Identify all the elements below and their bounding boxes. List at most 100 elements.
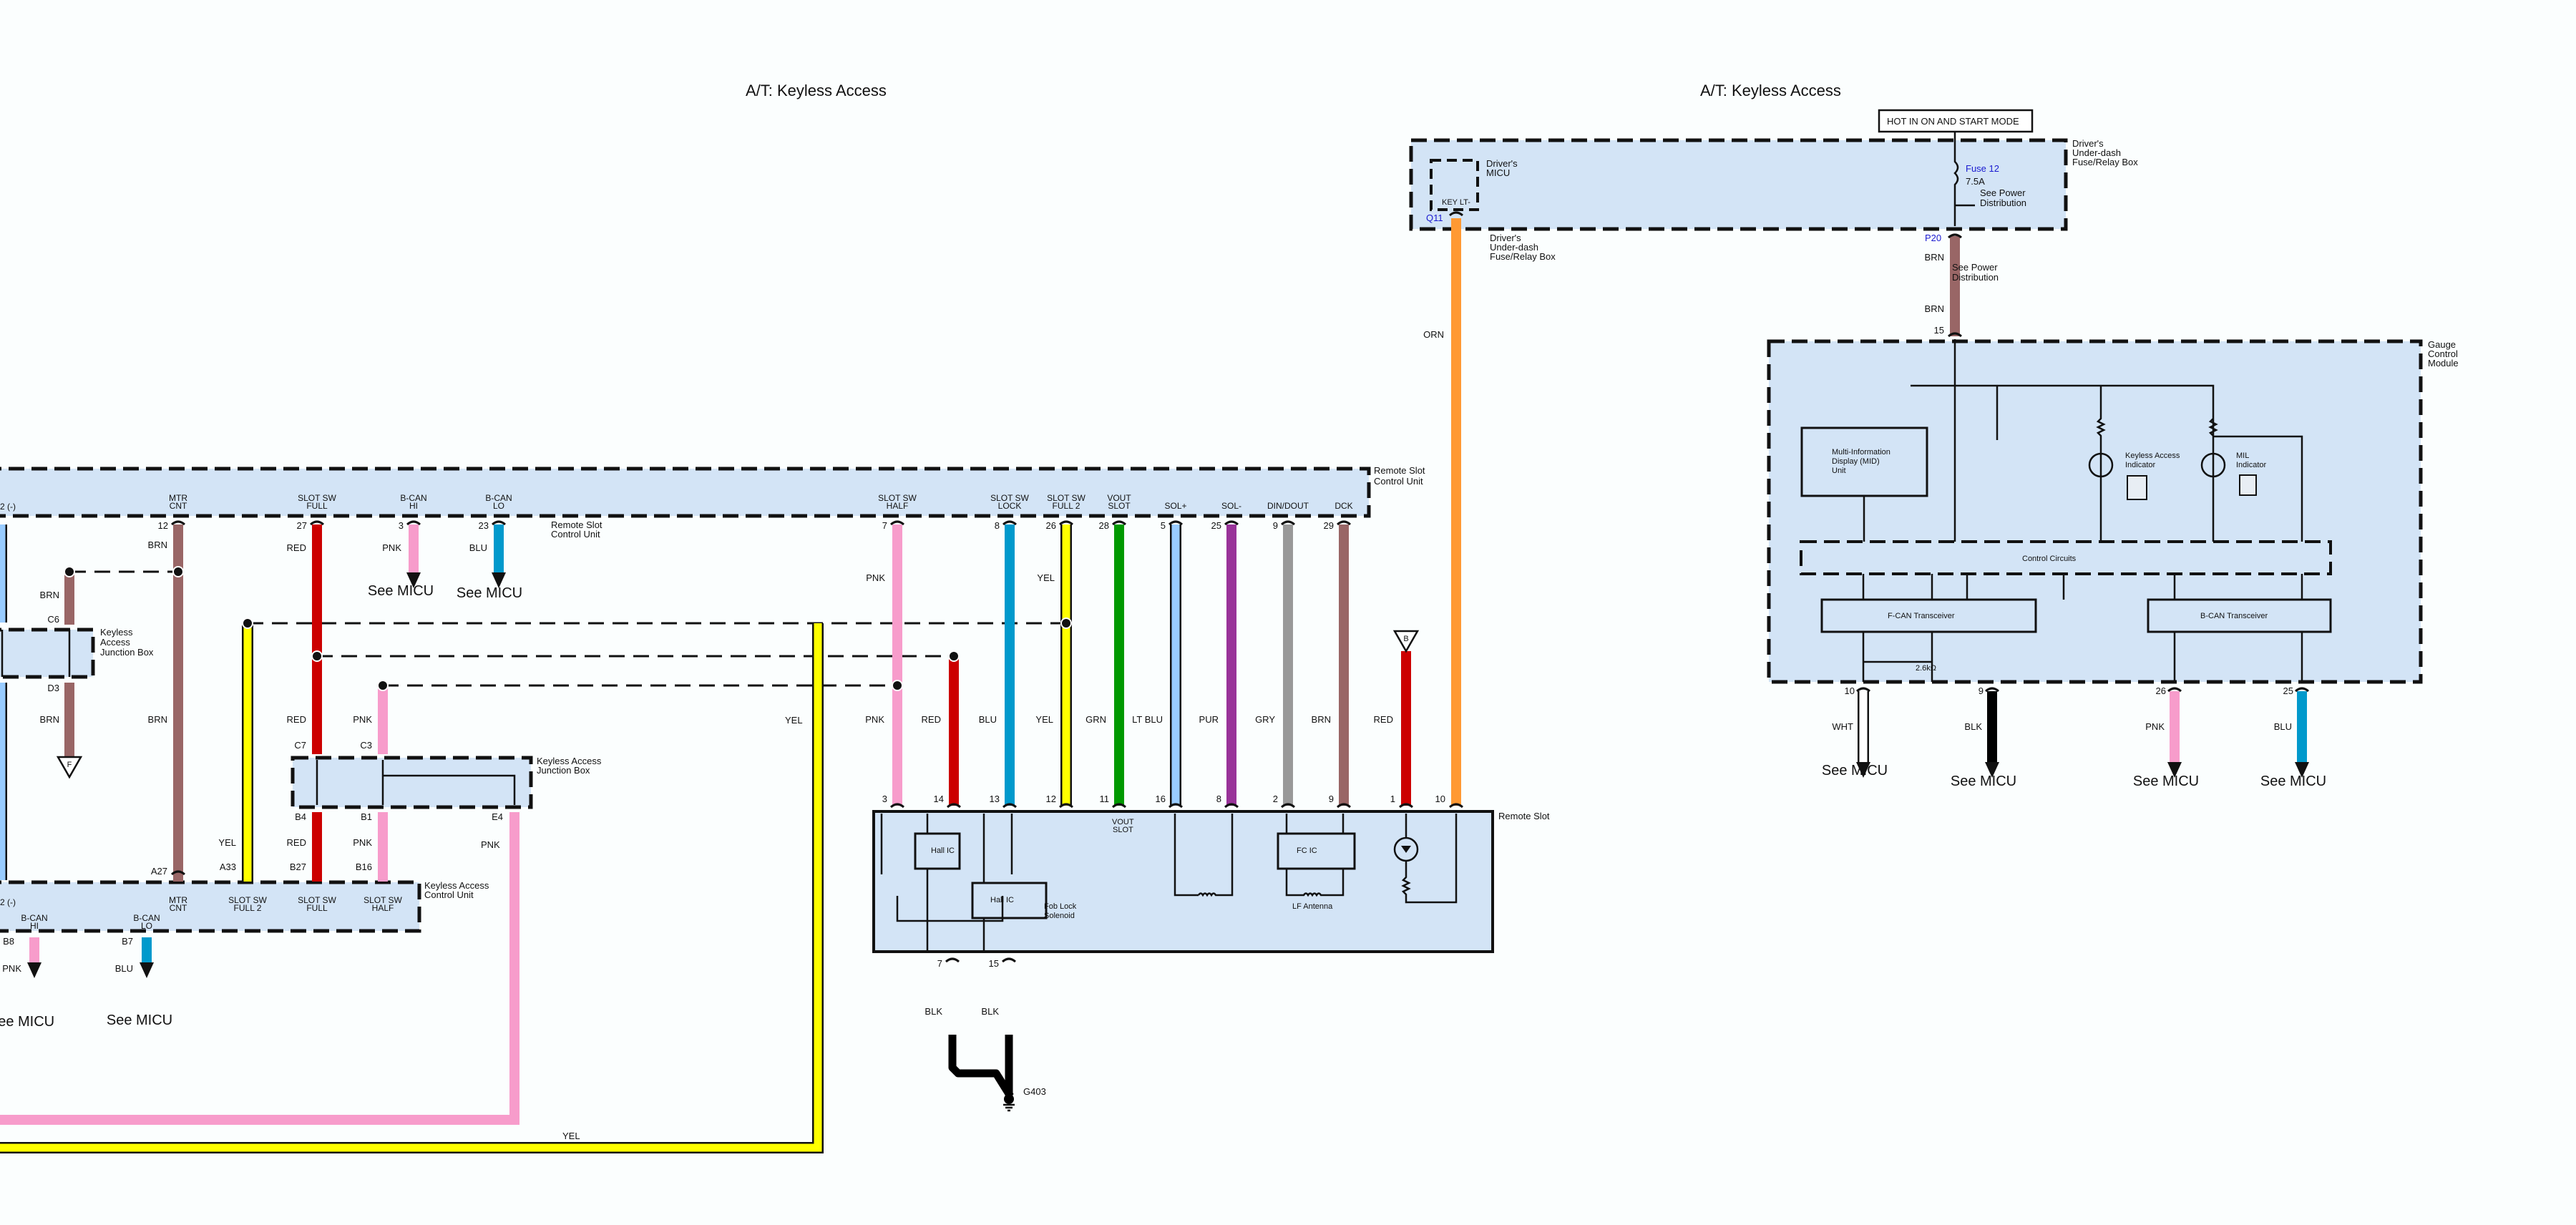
remote-slot: Remote Slot Hall IC Hall IC FC IC VOUT S… <box>872 810 1550 953</box>
svg-text:Driver's: Driver's <box>1486 158 1518 169</box>
yel-long-wire <box>0 623 822 1152</box>
pin-number: B7 <box>122 936 133 947</box>
rscu-pin-number: 5 <box>1161 520 1166 531</box>
arrow-down-icon <box>27 962 42 978</box>
wire-color-label: PNK <box>353 837 372 848</box>
connector-cap-icon <box>2295 687 2309 693</box>
drivers-fuse-box: Driver's Under-dash Fuse/Relay Box Drive… <box>1409 109 2138 262</box>
arrow-down-icon <box>406 572 421 588</box>
see-micu-label: See MICU <box>0 1014 54 1030</box>
hot-in-label: HOT IN ON AND START MODE <box>1887 116 2019 127</box>
key-lt-label: KEY LT- <box>1442 198 1470 207</box>
svg-text:MIL: MIL <box>2236 452 2249 460</box>
pin-number: 9 <box>1979 685 1984 696</box>
fuse-label: Fuse 12 <box>1966 163 1999 174</box>
wire-color-label: GRY <box>1255 714 1275 725</box>
svg-text:Fob Lock: Fob Lock <box>1044 902 1077 911</box>
wire-color-label: BRN <box>40 590 59 600</box>
rscu-box <box>0 467 1371 518</box>
left-title: A/T: Keyless Access <box>746 82 887 99</box>
rscu-pin-name: 2 (-) <box>0 502 16 512</box>
svg-text:Driver's: Driver's <box>1490 233 1521 243</box>
connector-cap-icon <box>406 520 421 526</box>
rscu-pin-name: SOL+ <box>1164 501 1186 511</box>
wire-color-label: LT BLU <box>1132 714 1163 725</box>
keyless-indicator-led-icon <box>2088 452 2114 478</box>
kacu-pin-name: B-CAN <box>21 913 47 923</box>
wire-color-label: RED <box>287 837 306 848</box>
svg-text:Access: Access <box>100 637 130 648</box>
fob-solenoid-coil <box>1174 814 1234 897</box>
offpage-letter: B <box>1403 635 1408 643</box>
splice-dot-icon <box>1060 618 1072 629</box>
wire-color-label: RED <box>1374 714 1393 725</box>
rscu-pin-number: 25 <box>1211 520 1221 531</box>
svg-text:F-CAN Transceiver: F-CAN Transceiver <box>1888 612 1955 620</box>
keyless-indicator-icon <box>2127 475 2147 500</box>
connector-cap-icon <box>171 520 185 526</box>
remote-slot-label: Remote Slot <box>1498 811 1550 821</box>
pin-number: B1 <box>361 811 372 822</box>
pin-number: B16 <box>356 862 372 872</box>
svg-text:Module: Module <box>2428 358 2459 369</box>
svg-text:FC IC: FC IC <box>1297 846 1317 855</box>
svg-text:SLOT: SLOT <box>1113 826 1133 834</box>
svg-text:Gauge: Gauge <box>2428 339 2456 350</box>
arrow-down-icon <box>140 962 154 978</box>
svg-text:YEL: YEL <box>785 715 803 726</box>
rscu-pin-name: B-CAN <box>485 493 512 503</box>
kacu-pin-name: MTR <box>169 895 187 905</box>
splice-dot-icon <box>377 680 389 691</box>
rscu-pin-name: SLOT SW <box>878 493 917 503</box>
wire-color-label: YEL <box>218 837 236 848</box>
svg-text:Keyless Access: Keyless Access <box>2125 452 2180 460</box>
rscu-pin-number: 12 <box>158 520 168 531</box>
rscu-pin-number: 3 <box>399 520 404 531</box>
wire-color-label: BRN <box>1312 714 1331 725</box>
pin-number: 3 <box>882 794 887 804</box>
offpage-letter: F <box>67 761 72 769</box>
remote-slot-control-unit: Remote Slot Control Unit Remote Slot Con… <box>0 465 1425 540</box>
hot-in-box <box>1878 109 2034 133</box>
control-circuits <box>1800 540 2332 575</box>
svg-text:Display (MID): Display (MID) <box>1832 457 1880 466</box>
wire-color-label: BRN <box>40 714 59 725</box>
svg-text:Indicator: Indicator <box>2236 461 2267 469</box>
rscu-pin-name: HI <box>409 501 418 511</box>
mil-indicator-led-icon <box>2200 452 2226 478</box>
wire-color-label: BLK <box>924 1006 942 1017</box>
pin-number: 14 <box>934 794 944 804</box>
pin-number: C7 <box>294 740 306 751</box>
pin-number: 25 <box>2283 685 2293 696</box>
svg-text:Control Circuits: Control Circuits <box>2022 555 2077 563</box>
svg-text:Indicator: Indicator <box>2125 461 2156 469</box>
wire-color-label: PNK <box>353 714 372 725</box>
pin-number: 10 <box>1435 794 1445 804</box>
pin-number: B8 <box>3 936 14 947</box>
arrow-down-icon <box>1856 762 1870 778</box>
fuse-icon <box>1953 132 1959 226</box>
wire-color-label: BLU <box>2274 721 2292 732</box>
pin-number: 15 <box>1934 325 1944 336</box>
fcan-transceiver <box>1820 598 2037 633</box>
pnk-long-wire <box>0 812 519 1125</box>
svg-text:Fuse/Relay Box: Fuse/Relay Box <box>1490 251 1556 262</box>
svg-text:G403: G403 <box>1023 1086 1046 1097</box>
svg-text:Control: Control <box>2428 348 2458 359</box>
fuse-box-pin: P20 <box>1925 233 1941 243</box>
see-micu-label: See MICU <box>457 585 522 601</box>
pin-number: C6 <box>47 614 59 625</box>
see-power-label: See Power <box>1952 262 1998 273</box>
svg-text:Driver's: Driver's <box>2072 138 2104 149</box>
connector-cap-icon <box>1449 803 1463 809</box>
wire-color-label: BRN <box>1925 303 1944 314</box>
connector-cap-icon <box>1169 520 1183 526</box>
rscu-label-2: Control Unit <box>1374 476 1423 487</box>
rscu-pin-number: 9 <box>1273 520 1278 531</box>
rscu-pin-name: HALF <box>887 501 909 511</box>
connector-cap-icon <box>1985 687 1999 693</box>
see-micu-label: See MICU <box>1822 763 1888 779</box>
svg-text:B-CAN Transceiver: B-CAN Transceiver <box>2200 612 2268 620</box>
splice-dot-icon <box>892 680 903 691</box>
